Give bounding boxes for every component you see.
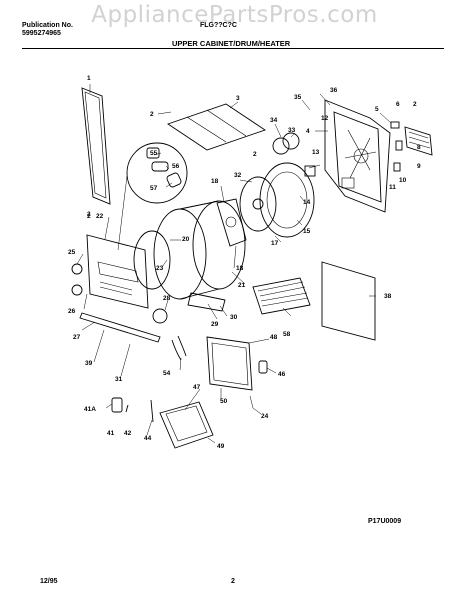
callout-label: 6	[396, 101, 400, 108]
callout-label: 39	[85, 360, 93, 367]
callout-label: 18	[211, 178, 219, 185]
callout-label: 2	[253, 151, 257, 158]
callout-label: 41A	[84, 406, 96, 413]
callout-label: 8	[417, 144, 421, 151]
callout-label: 25	[68, 249, 76, 256]
callout-label: 18	[236, 265, 244, 272]
part-front-panel	[86, 234, 149, 309]
part-drum	[153, 200, 246, 300]
callout-label: 28	[163, 295, 171, 302]
callout-label: 47	[193, 384, 201, 391]
part-right-side-panel	[321, 261, 376, 341]
callout-label: 41	[107, 430, 115, 437]
callout-label: 29	[211, 321, 219, 328]
callout-label: 42	[124, 430, 132, 437]
part-drum-rear	[239, 162, 315, 238]
callout-label: 38	[384, 293, 392, 300]
header-rule	[22, 48, 444, 49]
callout-label: 2	[413, 101, 417, 108]
callout-label: 15	[303, 228, 311, 235]
callout-label: 31	[115, 376, 123, 383]
callout-label: 56	[172, 163, 180, 170]
part-wire-harness	[171, 335, 187, 361]
part-door-catch	[111, 397, 129, 413]
callout-label: 11	[389, 184, 396, 191]
callout-label: 50	[220, 398, 228, 405]
callout-label: 13	[312, 149, 320, 156]
part-bottom-trim	[79, 312, 161, 343]
callout-label: 3	[236, 95, 240, 102]
callout-label: 33	[288, 127, 296, 134]
callout-label: 58	[283, 331, 291, 338]
leader-lines	[76, 84, 392, 444]
drawing-code: P17U0009	[368, 518, 402, 525]
callout-label: 46	[278, 371, 286, 378]
part-drum-bracket	[216, 198, 247, 247]
part-top-panel	[166, 103, 267, 151]
publication-number: 5995274965	[22, 30, 61, 37]
part-small-hardware	[304, 121, 403, 177]
callout-label: 5	[375, 106, 379, 113]
callout-label: 20	[182, 236, 190, 243]
part-vent-grille	[404, 126, 433, 156]
callout-label: 32	[234, 172, 242, 179]
part-heater-element	[252, 277, 311, 315]
part-rear-bulkhead	[324, 99, 391, 213]
model-number: FLG??C?C	[200, 22, 237, 29]
callout-label: 55	[150, 150, 158, 157]
callout-label: 9	[417, 163, 421, 170]
part-front-hardware	[71, 263, 83, 296]
part-idler-pulley	[272, 132, 300, 155]
part-heater-bracket	[152, 292, 226, 324]
callout-label: 48	[270, 334, 278, 341]
callout-label: 22	[96, 213, 104, 220]
revision-date: 12/95	[40, 578, 58, 585]
part-detail-circle	[117, 142, 188, 251]
callout-label: 34	[270, 117, 278, 124]
callout-label: 10	[399, 177, 407, 184]
section-title: UPPER CABINET/DRUM/HEATER	[172, 39, 291, 48]
callout-label: 12	[321, 115, 329, 122]
part-access-panel	[206, 336, 253, 391]
callout-label: 27	[73, 334, 81, 341]
part-side-panel	[81, 87, 111, 205]
callout-label: 17	[271, 240, 279, 247]
publication-label: Publication No.	[22, 22, 73, 29]
callout-label: 49	[217, 443, 225, 450]
callout-label: 1	[87, 75, 91, 82]
page-number: 2	[231, 578, 235, 585]
callout-label: 2	[87, 211, 91, 218]
callout-label: 24	[261, 413, 269, 420]
part-switch	[258, 360, 268, 374]
callout-label: 57	[150, 185, 158, 192]
callout-label: 26	[68, 308, 76, 315]
callout-label: 2	[150, 111, 154, 118]
callout-label: 30	[230, 314, 238, 321]
callout-label: 23	[156, 265, 164, 272]
callout-label: 35	[294, 94, 302, 101]
callout-label: 36	[330, 87, 338, 94]
part-rod	[150, 399, 154, 423]
callout-label: 44	[144, 435, 152, 442]
callout-label: 54	[163, 370, 171, 377]
part-drum-seal	[133, 230, 171, 290]
part-lower-panel	[159, 401, 214, 449]
callout-label: 2	[87, 213, 91, 220]
callout-label: 21	[238, 282, 246, 289]
callout-label: 14	[303, 199, 311, 206]
callout-label: 4	[306, 128, 310, 135]
